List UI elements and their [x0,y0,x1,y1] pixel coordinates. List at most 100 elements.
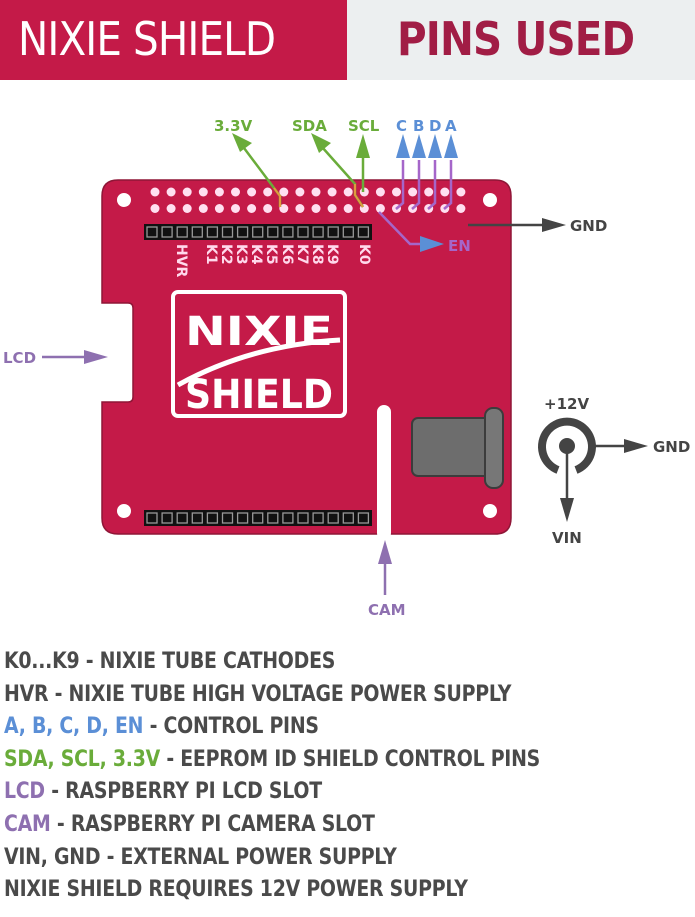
pin-label: K7 [294,244,310,265]
mount-hole [483,504,497,518]
gpio-pin [247,204,257,213]
header-pin [206,512,219,524]
power-jack-symbol [538,417,648,522]
legend-term: CAM [4,811,51,837]
label-a: A [445,117,457,135]
label-lcd: LCD [3,349,36,367]
pin-label: K4 [248,244,264,265]
gpio-pin [182,187,192,197]
label-cam: CAM [368,601,406,619]
header-pin [252,512,264,524]
gpio-pin [231,204,240,213]
mount-hole [117,504,131,518]
pin-label: K5 [263,244,279,265]
arrow-gnd [468,218,566,232]
board-outline [101,179,512,535]
pin-label: K3 [233,244,249,265]
header-pin [297,226,309,238]
header-pin [161,226,173,238]
camera-slot [377,405,391,540]
header-title-banner: NIXIE SHIELD [0,0,347,80]
header-pin [221,226,234,238]
arrow-sda [311,133,365,208]
control-arrow-head [428,134,442,158]
legend-term: NIXIE SHIELD REQUIRES 12V POWER SUPPLY [4,877,468,903]
legend-term: HVR [4,681,49,707]
header-pin [327,512,339,524]
gpio-pin [182,204,192,213]
arrow-lcd [42,350,108,364]
legend-description: - RASPBERRY PI CAMERA SLOT [50,811,375,837]
legend-term: A, B, C, D, EN [4,714,144,740]
dc-jack [411,407,504,489]
label-en: EN [448,237,471,255]
control-arrow-line [395,160,405,210]
gpio-pin [166,204,176,213]
control-pin-arrows [395,134,458,210]
legend-description: - EEPROM ID SHIELD CONTROL PINS [159,746,541,772]
mount-hole [117,193,131,207]
label-vin: VIN [552,529,582,547]
control-arrow-head [396,134,410,158]
legend-description: - NIXIE TUBE HIGH VOLTAGE POWER SUPPLY [48,681,512,707]
pin-label: HVR [173,244,189,278]
legend-line: NIXIE SHIELD REQUIRES 12V POWER SUPPLY [4,874,540,907]
gpio-pin [150,204,160,213]
header-pin [282,226,294,238]
gpio-pin [343,187,353,197]
header-pin [191,512,203,524]
gpio-pin [198,204,208,213]
mount-hole [483,193,497,207]
header-pin [342,226,354,238]
control-arrow-line [411,160,421,210]
header-pin [146,226,158,238]
arrow-cam [378,540,392,595]
label-3v3: 3.3V [214,117,253,135]
label-c: C [396,117,407,135]
pin-label: K2 [218,244,234,265]
legend-line: SDA, SCL, 3.3V - EEPROM ID SHIELD CONTRO… [4,744,540,777]
control-arrow-head [444,134,458,158]
header-pin [236,512,249,524]
control-arrow-head [412,134,426,158]
pin-label: K6 [279,244,295,265]
header-pin [267,512,279,524]
header-pin [282,512,294,524]
gpio-pin [279,187,289,197]
gpio-pin [440,187,450,197]
header-pin [221,512,234,524]
pin-label: K8 [309,244,325,265]
header-pin [297,512,309,524]
gpio-pin [214,187,224,197]
control-arrow-line [427,160,437,210]
label-gnd-power: GND [653,438,690,456]
gpio-pin [263,204,273,213]
gpio-header [150,187,466,213]
header-pin [357,512,370,524]
gpio-pin [327,187,337,197]
gpio-pin [198,187,208,197]
gpio-pin [279,204,289,213]
pin-label: K0 [356,244,372,265]
header-pin [327,226,339,238]
logo-text-top: NIXIE [185,309,333,355]
pin-label: K1 [203,244,219,265]
legend-term: SDA, SCL, 3.3V [4,746,160,772]
gpio-pin [424,187,434,197]
header-pin [252,226,264,238]
gpio-pin [359,187,369,197]
header-subtitle: PINS USED [397,12,635,66]
gpio-pin [456,187,466,197]
legend-description: - NIXIE TUBE CATHODES [79,649,336,674]
header-pin [267,226,279,238]
control-arrow-line [443,160,453,210]
gpio-pin [150,187,160,197]
pin-header-bottom [144,510,372,526]
gpio-pin [392,187,401,197]
legend-line: HVR - NIXIE TUBE HIGH VOLTAGE POWER SUPP… [4,679,540,712]
gpio-pin [214,204,224,213]
arrow-scl [356,134,370,192]
gpio-pin [231,187,240,197]
